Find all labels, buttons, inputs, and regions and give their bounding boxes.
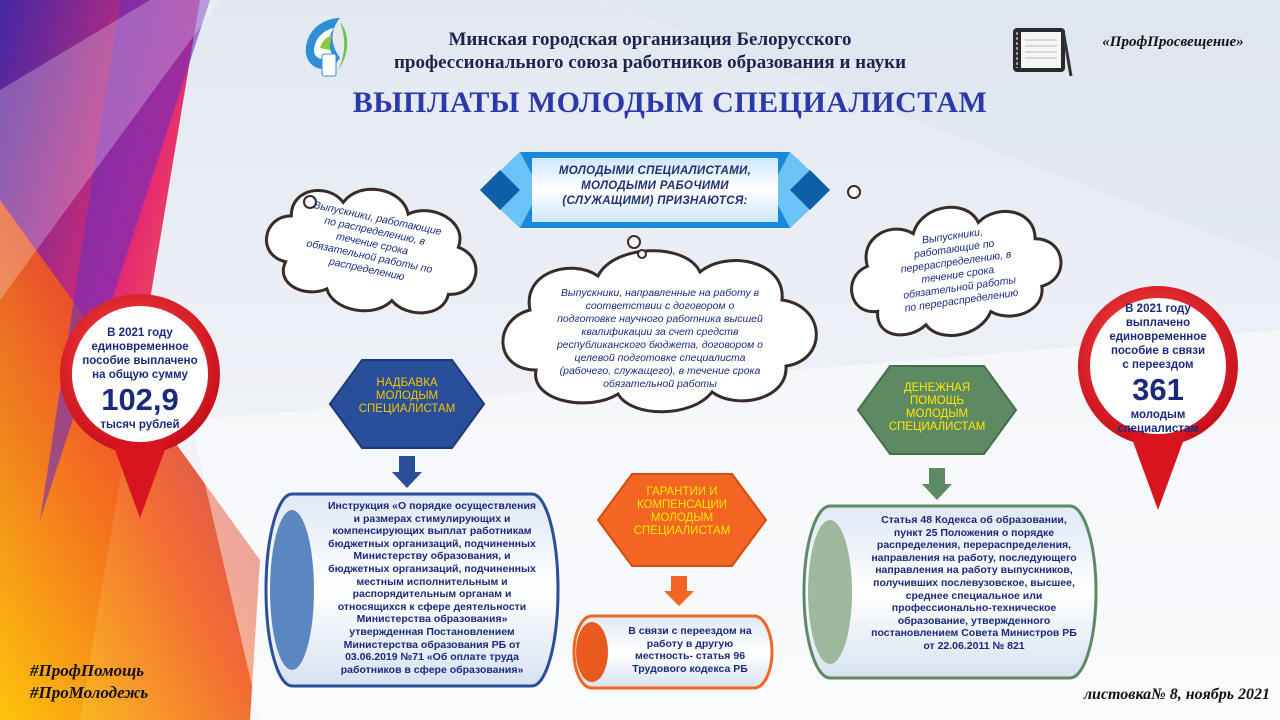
arrow-down-icon bbox=[922, 468, 952, 500]
notebook-pen-icon bbox=[1013, 28, 1073, 77]
arrow-down-icon bbox=[664, 576, 694, 606]
cloud-center bbox=[501, 235, 818, 414]
organization-title: Минская городская организация Белорусско… bbox=[330, 28, 970, 74]
banner-line-2: МОЛОДЫМИ РАБОЧИМИ bbox=[581, 180, 729, 192]
pin-left-text: В 2021 году единовременное пособие выпла… bbox=[80, 326, 200, 432]
pin-right-number: 361 bbox=[1132, 372, 1184, 407]
brand-label: «ПрофПросвещение» bbox=[1102, 34, 1244, 50]
hexagon-right-text: ДЕНЕЖНАЯ ПОМОЩЬ МОЛОДЫМ СПЕЦИАЛИСТАМ bbox=[888, 382, 986, 433]
leaflet-number: листовка№ 8, ноябрь 2021 bbox=[1083, 686, 1270, 703]
document-left-shape bbox=[264, 492, 560, 688]
hexagon-center-text: ГАРАНТИИ И КОМПЕНСАЦИИ МОЛОДЫМ СПЕЦИАЛИС… bbox=[633, 486, 731, 537]
banner-text: МОЛОДЫМИ СПЕЦИАЛИСТАМИ, МОЛОДЫМИ РАБОЧИМ… bbox=[540, 164, 770, 209]
page-title: ВЫПЛАТЫ МОЛОДЫМ СПЕЦИАЛИСТАМ bbox=[352, 86, 988, 119]
banner-line-1: МОЛОДЫМИ СПЕЦИАЛИСТАМИ, bbox=[558, 165, 752, 177]
hexagon-right bbox=[856, 365, 1018, 455]
banner-shape bbox=[480, 152, 830, 228]
hexagon-center bbox=[596, 473, 768, 567]
pin-left-number: 102,9 bbox=[101, 382, 179, 417]
banner-line-3: (СЛУЖАЩИМИ) ПРИЗНАЮТСЯ: bbox=[562, 195, 748, 207]
cloud-left bbox=[265, 187, 478, 315]
cloud-right bbox=[847, 185, 1063, 337]
arrow-down-icon bbox=[392, 456, 422, 488]
hashtags: #ПрофПомощь #ПроМолодежь bbox=[30, 660, 148, 704]
hexagon-left-text: НАДБАВКА МОЛОДЫМ СПЕЦИАЛИСТАМ bbox=[358, 377, 456, 415]
hashtag-pro-molodezh[interactable]: #ПроМолодежь bbox=[30, 683, 149, 702]
hexagon-left bbox=[328, 359, 486, 449]
profunion-logo-icon bbox=[305, 18, 348, 77]
document-center-text: В связи с переездом на работу в другую м… bbox=[628, 625, 752, 675]
hashtag-prof-pomosch[interactable]: #ПрофПомощь bbox=[30, 661, 145, 680]
document-left-text: Инструкция «О порядке осуществления и ра… bbox=[327, 500, 537, 676]
pin-left-shape bbox=[59, 294, 220, 518]
pin-right-shape bbox=[1077, 286, 1238, 510]
cloud-center-text: Выпускники, направленные на работу в соо… bbox=[556, 287, 764, 390]
org-line-1: Минская городская организация Белорусско… bbox=[448, 29, 852, 50]
pin-right-text: В 2021 году выплачено единовременное пос… bbox=[1098, 302, 1218, 436]
org-line-2: профессионального союза работников образ… bbox=[393, 52, 907, 73]
document-right-shape bbox=[802, 504, 1098, 680]
document-right-text: Статья 48 Кодекса об образовании, пункт … bbox=[871, 514, 1077, 652]
document-center-shape bbox=[572, 614, 774, 690]
pin-left-unit: тысяч рублей bbox=[100, 419, 180, 431]
